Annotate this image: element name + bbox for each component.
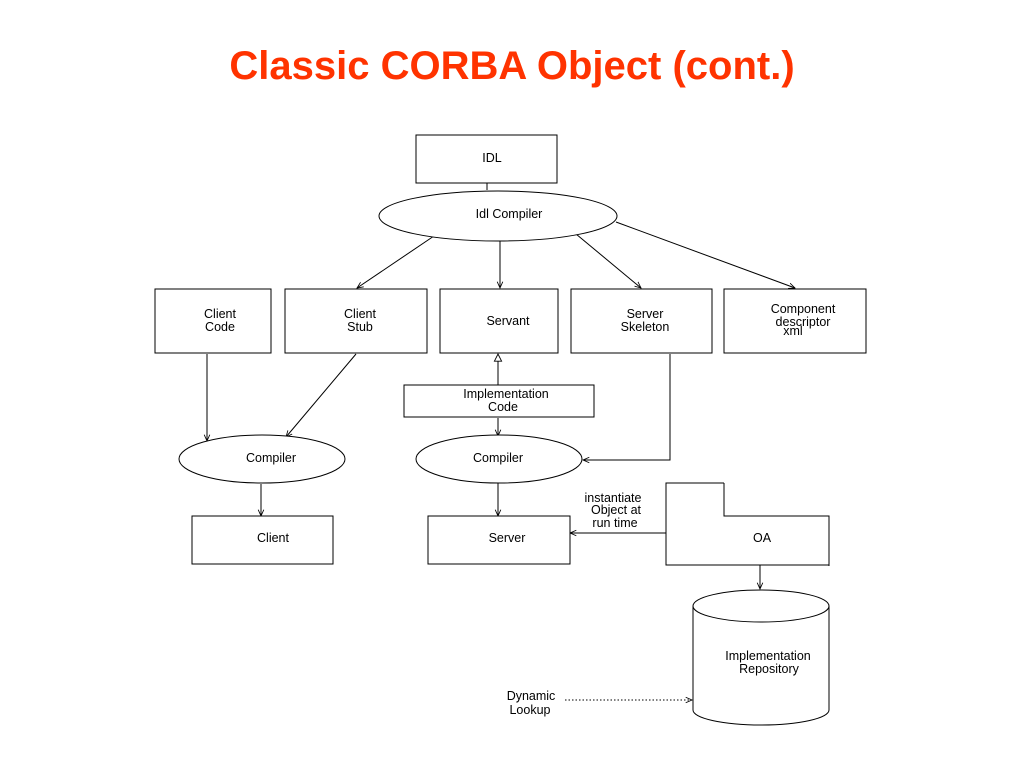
server-label: Server — [489, 531, 526, 545]
implementation-code-label-line1: Implementation — [463, 387, 549, 401]
edge-compiler-to-component-descriptor — [615, 221, 795, 288]
idl-compiler-ellipse: Idl Compiler — [378, 190, 618, 242]
implementation-code-label-line2: Code — [488, 400, 518, 414]
component-descriptor-box: Component descriptor xml — [723, 288, 867, 354]
client-code-box: Client Code — [154, 288, 272, 354]
server-skeleton-box: Server Skeleton — [570, 288, 713, 354]
dynamic-lookup-label: Dynamic Lookup — [507, 689, 556, 717]
compiler-left-ellipse: Compiler — [178, 434, 346, 484]
edges — [207, 183, 795, 700]
instantiate-label-line2: Object at — [591, 503, 642, 517]
server-skeleton-label-line2: Skeleton — [621, 320, 670, 334]
client-code-label-line2: Code — [205, 320, 235, 334]
client-stub-label-line2: Stub — [347, 320, 373, 334]
edge-compiler-to-server-skeleton — [575, 233, 641, 288]
compiler-left-label: Compiler — [246, 451, 296, 465]
compiler-right-ellipse: Compiler — [415, 434, 583, 484]
implementation-repository-label-line2: Repository — [739, 662, 799, 676]
oa-box: OA — [665, 482, 830, 566]
oa-label: OA — [753, 531, 772, 545]
client-code-label-line1: Client — [204, 307, 236, 321]
edge-skeleton-to-compiler — [583, 354, 671, 460]
implementation-repository-cylinder: Implementation Repository — [692, 589, 830, 726]
server-box: Server — [427, 515, 571, 565]
implementation-code-box: Implementation Code — [403, 384, 595, 418]
instantiate-label-line1: instantiate — [585, 491, 642, 505]
servant-box: Servant — [439, 288, 559, 354]
idl-compiler-label: Idl Compiler — [476, 207, 543, 221]
component-descriptor-label-line1: Component — [771, 302, 836, 316]
component-descriptor-label-line3: xml — [783, 324, 802, 338]
client-stub-label-line1: Client — [344, 307, 376, 321]
idl-box: IDL — [415, 134, 558, 184]
server-skeleton-label-line1: Server — [627, 307, 664, 321]
idl-label: IDL — [482, 151, 502, 165]
edge-compiler-to-client-stub — [357, 235, 435, 288]
instantiate-label-line3: run time — [592, 516, 637, 530]
servant-label: Servant — [486, 314, 530, 328]
client-box: Client — [191, 515, 334, 565]
instantiate-label: instantiate Object at run time — [585, 491, 642, 530]
component-descriptor-label-line2: descriptor — [776, 315, 831, 329]
page-title: Classic CORBA Object (cont.) — [229, 44, 795, 88]
client-stub-box: Client Stub — [284, 288, 428, 354]
implementation-repository-label-line1: Implementation — [725, 649, 811, 663]
client-label: Client — [257, 531, 289, 545]
dynamic-lookup-label-line2: Lookup — [509, 703, 550, 717]
compiler-right-label: Compiler — [473, 451, 523, 465]
edge-client-stub-to-compiler — [286, 353, 357, 437]
dynamic-lookup-label-line1: Dynamic — [507, 689, 556, 703]
